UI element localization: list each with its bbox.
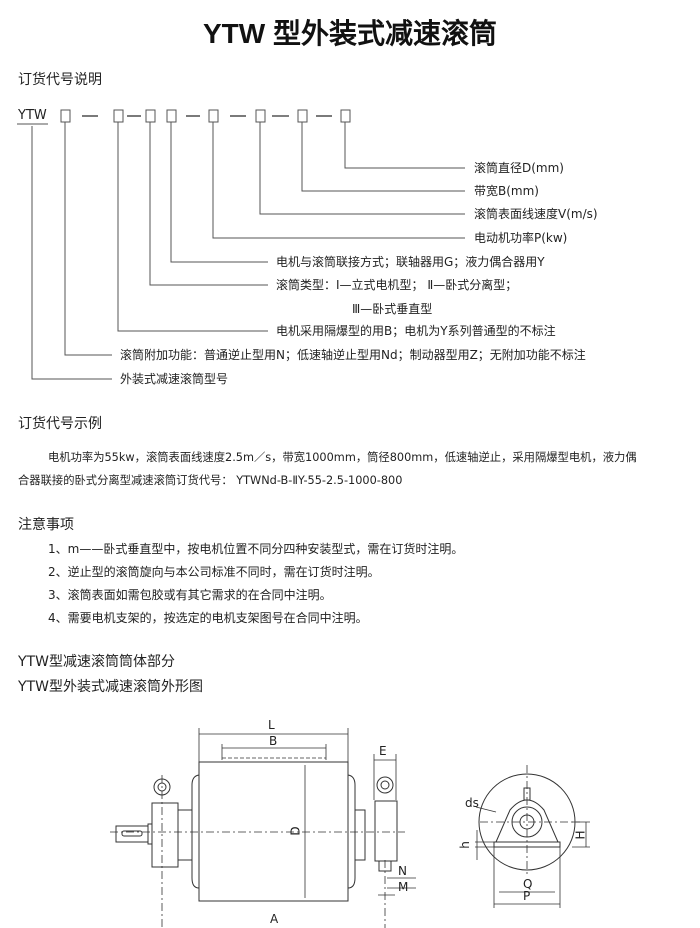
note-item: 3、滚筒表面如需包胶或有其它需求的在合同中注明。 [48,588,332,602]
dim-L: L [268,718,275,732]
dim-B: B [269,734,278,748]
shaft-key [115,825,149,843]
desc-coupling: 电机与滚筒联接方式；联轴器用G；液力偶合器用Y [276,255,545,269]
code-heading: 订货代号说明 [18,72,102,88]
dim-D: D [288,826,303,836]
dim-E: E [379,744,387,758]
dim-N: N [398,864,407,878]
example-heading: 订货代号示例 [18,416,102,432]
note-item: 4、需要电机支架的，按选定的电机支架图号在合同中注明。 [48,611,368,625]
dim-h: h [457,841,472,849]
drawing-heading-1: YTW型减速滚筒筒体部分 [18,654,175,670]
desc-model: 外装式减速滚筒型号 [120,372,229,386]
notes-heading: 注意事项 [18,517,74,533]
drawing-heading-2: YTW型外装式减速滚筒外形图 [18,679,203,695]
desc-extra-function: 滚筒附加功能：普通逆止型用N；低速轴逆止型用Nd；制动器型用Z；无附加功能不标注 [120,348,586,362]
desc-power: 电动机功率P(kw) [474,231,568,245]
note-item: 2、逆止型的滚筒旋向与本公司标准不同时，需在订货时注明。 [48,565,380,579]
desc-drum-type-3: Ⅲ—卧式垂直型 [352,302,433,316]
desc-speed: 滚筒表面线速度V(m/s) [474,207,598,221]
dim-A: A [270,912,279,926]
dim-ds: ds [465,796,479,810]
dim-H: H [573,830,588,840]
note-item: 1、m——卧式垂直型中，按电机位置不同分四种安装型式，需在订货时注明。 [48,542,464,556]
desc-belt-width: 带宽B(mm) [474,184,539,198]
example-line-1: 电机功率为55kw，滚筒表面线速度2.5m／s，带宽1000mm，筒径800mm… [48,451,637,464]
example-line-2: 合器联接的卧式分离型减速滚筒订货代号： YTWNd-B-ⅡY-55-2.5-10… [18,474,403,487]
dim-M: M [398,880,409,894]
dim-P: P [523,889,531,903]
left-bearing [151,802,179,868]
right-bearing [374,800,398,862]
code-prefix: YTW [18,108,47,123]
desc-drum-type: 滚筒类型：Ⅰ—立式电机型； Ⅱ—卧式分离型； [276,278,518,292]
desc-motor: 电机采用隔爆型的用B；电机为Y系列普通型的不标注 [276,324,556,338]
desc-diameter: 滚筒直径D(mm) [474,161,564,175]
dim-Q: Q [523,877,533,891]
drum-body [198,761,349,902]
page-title: YTW 型外装式减速滚筒 [203,18,497,49]
